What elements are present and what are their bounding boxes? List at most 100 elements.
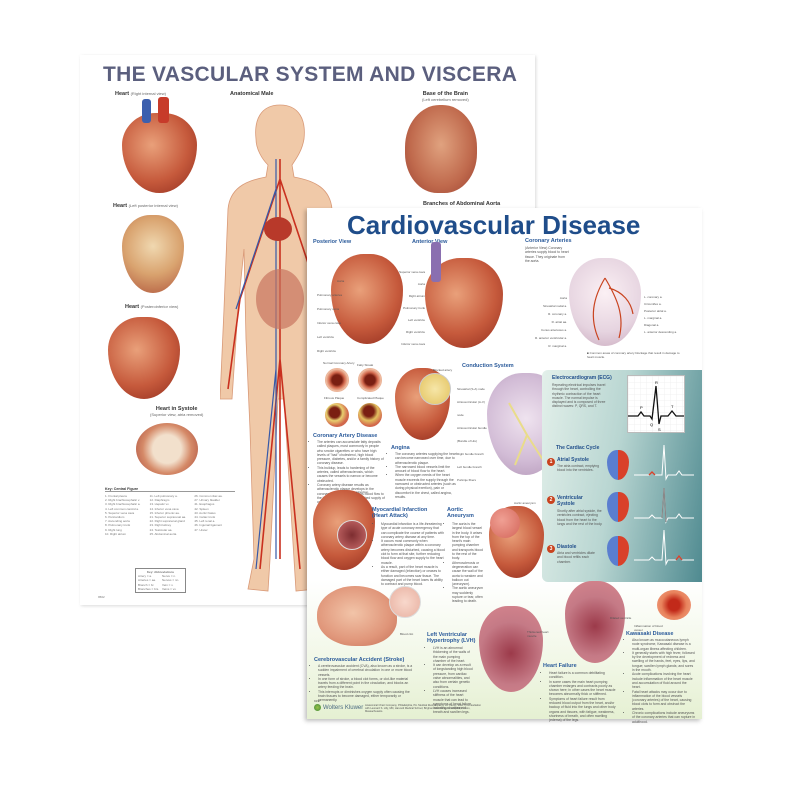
coronary-labels-left: L. coronary a.Circumflex a.Posterior atr… (644, 294, 677, 336)
label: L. coronary a. (644, 295, 663, 299)
heart-illustration (122, 215, 184, 293)
key-item: 42. Spleen (194, 506, 209, 511)
bullet: In one form of stroke, a blood clot form… (318, 677, 416, 690)
poster-title: Cardiovascular Disease (347, 210, 641, 240)
angina-text: The coronary arteries supplying the hear… (391, 452, 459, 499)
key-item: 14. Inferior vena cava (149, 506, 179, 511)
heart-failure-text: Heart failure is a common debilitating c… (545, 671, 617, 723)
ecg-text: Repeating electrical impulses travel thr… (552, 383, 606, 409)
bullet: The aorta is the largest blood vessel in… (452, 522, 484, 561)
key-item: 10. Right atrium (105, 531, 127, 536)
normal-artery-illustration (325, 368, 349, 392)
phase-text: Shortly after atrial systole, the ventri… (557, 509, 603, 526)
bullet: The aortic aneurysm may suddenly rupture… (452, 586, 484, 603)
key-item: 22. Right suprarenal gland (149, 519, 185, 524)
thickened-muscle-label: Thickened heart muscle (527, 630, 549, 638)
blocked-artery-zoom (419, 373, 451, 405)
bullet: It generally starts with high fever, fol… (632, 651, 696, 672)
bullet: When the oxygen needs of the heart muscl… (395, 473, 459, 499)
aneurysm-label: Aortic aneurysm (514, 501, 536, 505)
bullet: Fatal heart attacks may occur due to inf… (632, 690, 696, 711)
cycle-ecg-traces (634, 445, 694, 566)
aneurysm-text: The aorta is the largest blood vessel in… (448, 522, 484, 604)
key-item: 24. Testicular aa. (149, 527, 173, 532)
ecg-chart: P Q R S T (627, 375, 685, 433)
bullet: This buildup, leads to hardening of the … (317, 466, 385, 483)
coronary-artery-lines (592, 277, 634, 341)
cycle-heart-2 (607, 492, 629, 522)
artery-illustration (158, 97, 169, 123)
infarction-zoom (337, 520, 367, 550)
label: Posterior atrial a. (644, 309, 667, 313)
heart-failure-illustration (565, 581, 625, 663)
wave-label-q: Q (650, 422, 653, 427)
complicated-plaque-illustration (358, 403, 382, 427)
phase-title: Diastole (557, 544, 577, 550)
stroke-text: A cerebrovascular accident (CVA), also k… (314, 664, 416, 703)
dilated-ventricle-label: Dilated ventricle (610, 616, 632, 620)
bullet: Chronic complications include aneurysms … (632, 711, 696, 724)
phase-title: Atrial Systole (557, 457, 589, 463)
label: R. coronary a. (548, 312, 567, 316)
bullet: LVH is an abnormal thickening of the wal… (433, 646, 474, 663)
phase-text: Atria and ventricles dilate and blood re… (557, 551, 595, 564)
key-item: 9. Right lung (105, 527, 122, 532)
label: Pulmonary arteries (317, 293, 343, 297)
key-item: 12. Diaphragm (149, 498, 170, 503)
key-item: 46. Inguinal ligament (194, 523, 222, 528)
ecg-title: Electrocardiogram (ECG) (552, 375, 612, 381)
poster-code: 9502 (98, 595, 105, 599)
abbrev-title: Key: Abbreviations (146, 570, 175, 574)
key-item: 44. Celiac trunk (194, 515, 216, 520)
key-item: 2. Right brachiocephalic v. (105, 498, 140, 503)
label: Sinoatrial nodal a. (542, 304, 567, 308)
label: Diagonal a. (644, 323, 660, 327)
bullet: Symptoms of heart failure result from re… (549, 697, 617, 723)
key-item: 11. Left pulmonary a. (149, 494, 178, 498)
anterior-view-title: Anterior View (412, 239, 448, 245)
poster-code: 9197 (314, 699, 321, 703)
label: Right ventricle (405, 330, 425, 334)
wave-label-s: S (658, 427, 661, 432)
section-title: Anatomical Male (230, 91, 274, 97)
bullet: The coronary arteries supplying the hear… (395, 452, 459, 465)
vein-illustration (142, 99, 151, 123)
key-item: 7. Ascending aorta (105, 519, 130, 524)
phase-title: Ventricular Systole (557, 495, 583, 507)
bullet: Myocardial infarction is a life-threaten… (381, 522, 445, 539)
ecg-panel: Electrocardiogram (ECG) Repeating electr… (542, 370, 702, 582)
kawasaki-title: Kawasaki Disease (626, 631, 674, 637)
inflammation-label: Inflammation of blood vessel (634, 624, 663, 632)
conduction-title: Conduction System (462, 363, 514, 369)
ecg-trace (628, 385, 684, 425)
publisher-name: Wolters Kluwer (323, 704, 364, 711)
label: Right atrium (408, 294, 425, 298)
key-item: 6. Pericardium (105, 515, 125, 520)
phase-number: 2 (547, 496, 555, 504)
abbrev-item: Branches = brs. (138, 586, 160, 591)
credit-text: Anatomical Chart Company, Philadelphia, … (365, 704, 482, 714)
abbrev-item: Artery = a. (138, 574, 152, 579)
stage-label: Complicated Plaque (357, 396, 384, 400)
heart-systole-illustration (136, 423, 198, 475)
section-title: Heart (Left posterior internal view) (113, 203, 178, 209)
key-item: 3. Right brachiocephalic a. (105, 502, 141, 507)
key-item: 27. Urinary bladder (194, 498, 220, 503)
section-title: Heart (Right internal view) (115, 91, 166, 97)
abbrev-item: Nerve = n. (162, 574, 176, 579)
key-title: Key: Central Figure (105, 487, 235, 492)
bullet: In some cases the main heart pumping cha… (549, 680, 617, 697)
mi-title: Myocardial Infarction (Heart Attack) (372, 507, 428, 519)
stroke-title: Cerebrovascular Accident (Stroke) (314, 657, 405, 663)
bullet: The arteries can accumulate fatty deposi… (317, 440, 385, 466)
label: Aorta (417, 282, 425, 286)
blood-clot-zoom (389, 586, 421, 618)
label: Pulmonary veins (317, 307, 340, 311)
label: R. atrial aa. (551, 320, 567, 324)
section-title: Base of the Brain(Left cerebellum remove… (422, 91, 469, 102)
brain-illustration (405, 105, 477, 193)
label: Conus arteriosus a. (540, 328, 567, 332)
